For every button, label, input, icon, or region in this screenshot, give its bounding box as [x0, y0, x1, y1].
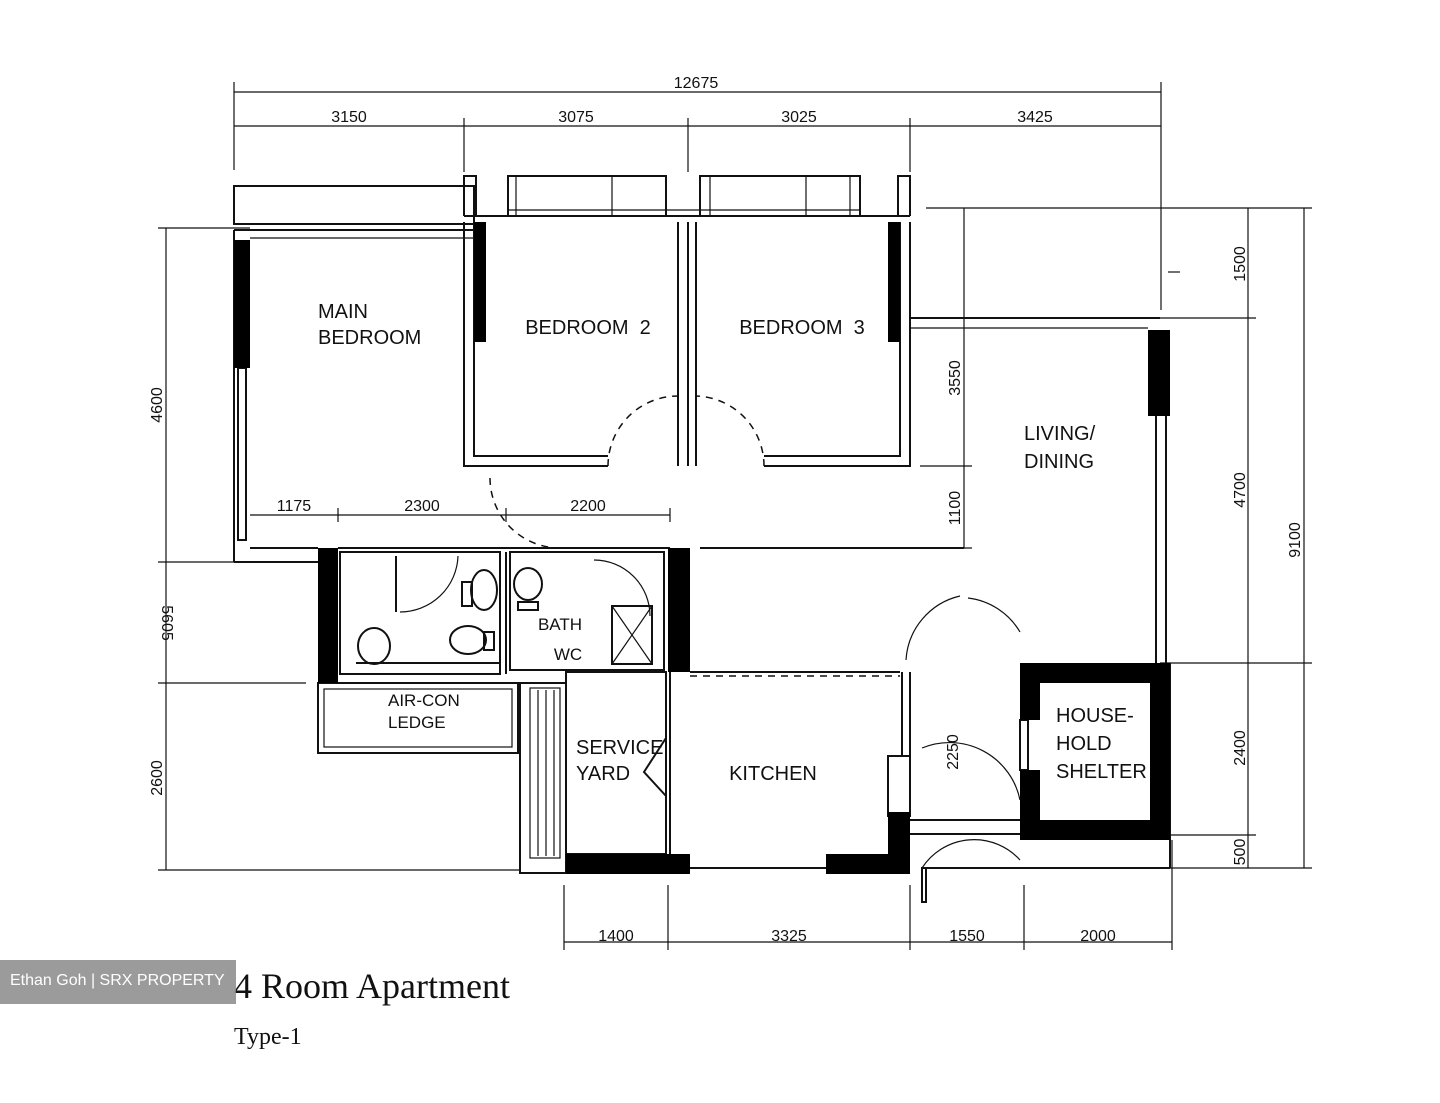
dim-bottom-3: 1550 [949, 928, 985, 945]
dim-right-3: 2400 [1232, 730, 1249, 766]
label-shelter-1: HOUSE- [1056, 705, 1134, 727]
right-dimensions: 1500 4700 2400 500 9100 [926, 207, 1312, 869]
label-wc: WC [554, 645, 582, 664]
dim-top-4: 3425 [1017, 109, 1053, 126]
dim-left-1: 4600 [149, 387, 166, 423]
label-shelter-2: HOLD [1056, 733, 1112, 755]
dim-top-1: 3150 [331, 109, 367, 126]
label-living-1: LIVING/ [1024, 423, 1096, 445]
label-main-bedroom-2: BEDROOM [318, 327, 421, 349]
dim-inner-2: 2300 [404, 498, 440, 515]
label-bedroom-3: BEDROOM 3 [739, 317, 865, 339]
dim-living-2: 1100 [947, 491, 964, 526]
bottom-dimensions: 1400 3325 1550 2000 [563, 840, 1173, 950]
watermark-text: Ethan Goh | SRX PROPERTY [10, 972, 225, 989]
dim-right-4: 500 [1232, 839, 1249, 866]
label-service-yard-1: SERVICE [576, 737, 663, 759]
dim-inner-1: 1175 [277, 498, 312, 515]
structural-walls [234, 222, 1170, 874]
label-aircon-2: LEDGE [388, 713, 446, 732]
dim-overall-width: 12675 [674, 75, 719, 92]
room-labels: MAIN BEDROOM BEDROOM 2 BEDROOM 3 LIVING/… [318, 301, 1147, 785]
dim-living-1: 3550 [947, 360, 964, 396]
dim-left-3: 2600 [149, 760, 166, 796]
dim-top-3: 3025 [781, 109, 817, 126]
dim-right-1: 1500 [1232, 246, 1249, 282]
dim-kitchen-vertical: 2250 [945, 734, 962, 770]
dim-right-2: 4700 [1232, 472, 1249, 508]
dim-bottom-4: 2000 [1080, 928, 1116, 945]
dim-left-2: 5605 [158, 605, 175, 641]
label-bedroom-2: BEDROOM 2 [525, 317, 651, 339]
plan-title: 4 Room Apartment [234, 966, 510, 1006]
label-shelter-3: SHELTER [1056, 761, 1147, 783]
dim-right-overall: 9100 [1287, 522, 1304, 558]
dim-bottom-1: 1400 [598, 928, 634, 945]
label-aircon-1: AIR-CON [388, 691, 460, 710]
living-dimensions: 3550 1100 2250 [920, 208, 972, 770]
dim-bottom-2: 3325 [771, 928, 807, 945]
top-dimensions: 12675 3150 3075 3025 3425 [233, 75, 1162, 310]
label-service-yard-2: YARD [576, 763, 630, 785]
dim-inner-3: 2200 [570, 498, 606, 515]
dim-top-2: 3075 [558, 109, 594, 126]
label-kitchen: KITCHEN [729, 763, 817, 785]
watermark-banner [0, 960, 236, 1004]
label-bath: BATH [538, 615, 582, 634]
label-main-bedroom-1: MAIN [318, 301, 368, 323]
label-living-2: DINING [1024, 451, 1094, 473]
plan-subtitle: Type-1 [234, 1024, 302, 1050]
inner-dimensions: 1175 2300 2200 [250, 498, 671, 522]
door-swings [399, 395, 1021, 898]
